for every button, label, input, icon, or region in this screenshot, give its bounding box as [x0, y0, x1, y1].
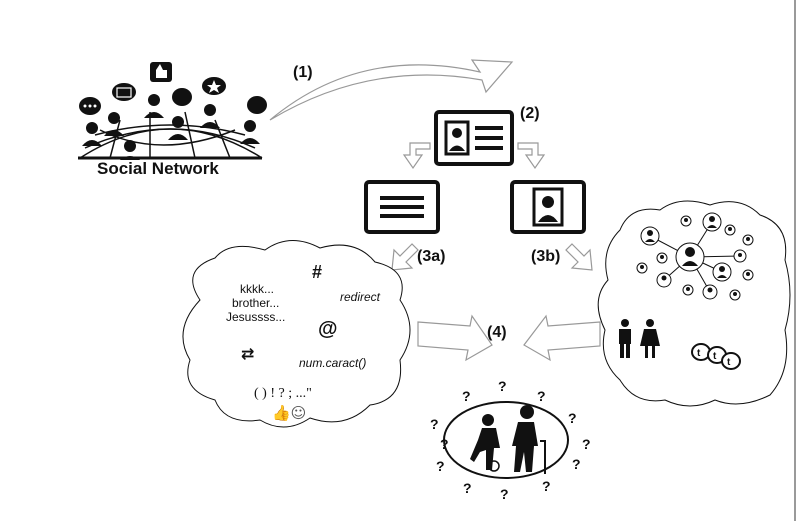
retweet-icon: ⇄: [241, 344, 255, 363]
svg-text:t: t: [713, 351, 717, 362]
photo-card-icon: [510, 180, 586, 234]
question-mark-icon: ?: [568, 410, 577, 426]
question-mark-icon: ?: [436, 458, 445, 474]
step-1-label: (1): [293, 64, 313, 81]
right-border: [794, 0, 796, 521]
hashtag-symbol: #: [312, 262, 323, 282]
slang-text-2: brother...: [232, 296, 280, 310]
arrow-4-right: [523, 314, 601, 362]
svg-text:t: t: [697, 348, 701, 359]
question-mark-icon: ?: [463, 480, 472, 496]
arrow-1: [269, 59, 514, 121]
split-arrows: [402, 142, 546, 170]
elderly-couple-icon: [470, 405, 546, 474]
arrow-3a: [391, 243, 419, 271]
profile-card-icon: [434, 110, 514, 166]
network-people: [640, 216, 750, 296]
question-mark-icon: ?: [462, 388, 471, 404]
like-smiley-icon: 👍☺: [272, 404, 307, 422]
at-symbol: @: [318, 318, 338, 340]
text-card-icon: [364, 180, 440, 234]
svg-text:t: t: [727, 357, 731, 368]
question-mark-icon: ?: [542, 478, 551, 494]
bubble-glyphs: [83, 64, 221, 108]
punctuation-text: ( ) ! ? ; ...": [254, 386, 312, 401]
question-mark-icon: ?: [572, 456, 581, 472]
step-4-label: (4): [487, 324, 507, 341]
arrow-4-left: [417, 314, 493, 362]
question-mark-icon: ?: [498, 378, 507, 394]
question-mark-icon: ?: [440, 436, 449, 452]
chat-bubble-icon: [79, 62, 267, 115]
redirect-text: redirect: [340, 290, 381, 304]
slang-text-3: Jesussss...: [226, 310, 286, 324]
step-3b-label: (3b): [531, 248, 561, 265]
people-network-icon: [82, 94, 260, 160]
arrow-3b: [565, 243, 593, 271]
slang-text-1: kkkk...: [240, 282, 275, 296]
text-cloud: [182, 240, 411, 428]
twitter-icon: [691, 343, 741, 370]
social-network-title: Social Network: [97, 159, 219, 178]
function-text: num.caract(): [299, 356, 367, 370]
question-mark-icon: ?: [430, 416, 439, 432]
step-2-label: (2): [520, 105, 540, 122]
network-cloud: [597, 200, 791, 407]
question-mark-icon: ?: [582, 436, 591, 452]
question-mark-icon: ?: [537, 388, 546, 404]
elderly-ellipse: [443, 401, 569, 479]
gender-icon: [619, 319, 660, 358]
question-mark-icon: ?: [500, 486, 509, 502]
step-3a-label: (3a): [417, 248, 446, 265]
